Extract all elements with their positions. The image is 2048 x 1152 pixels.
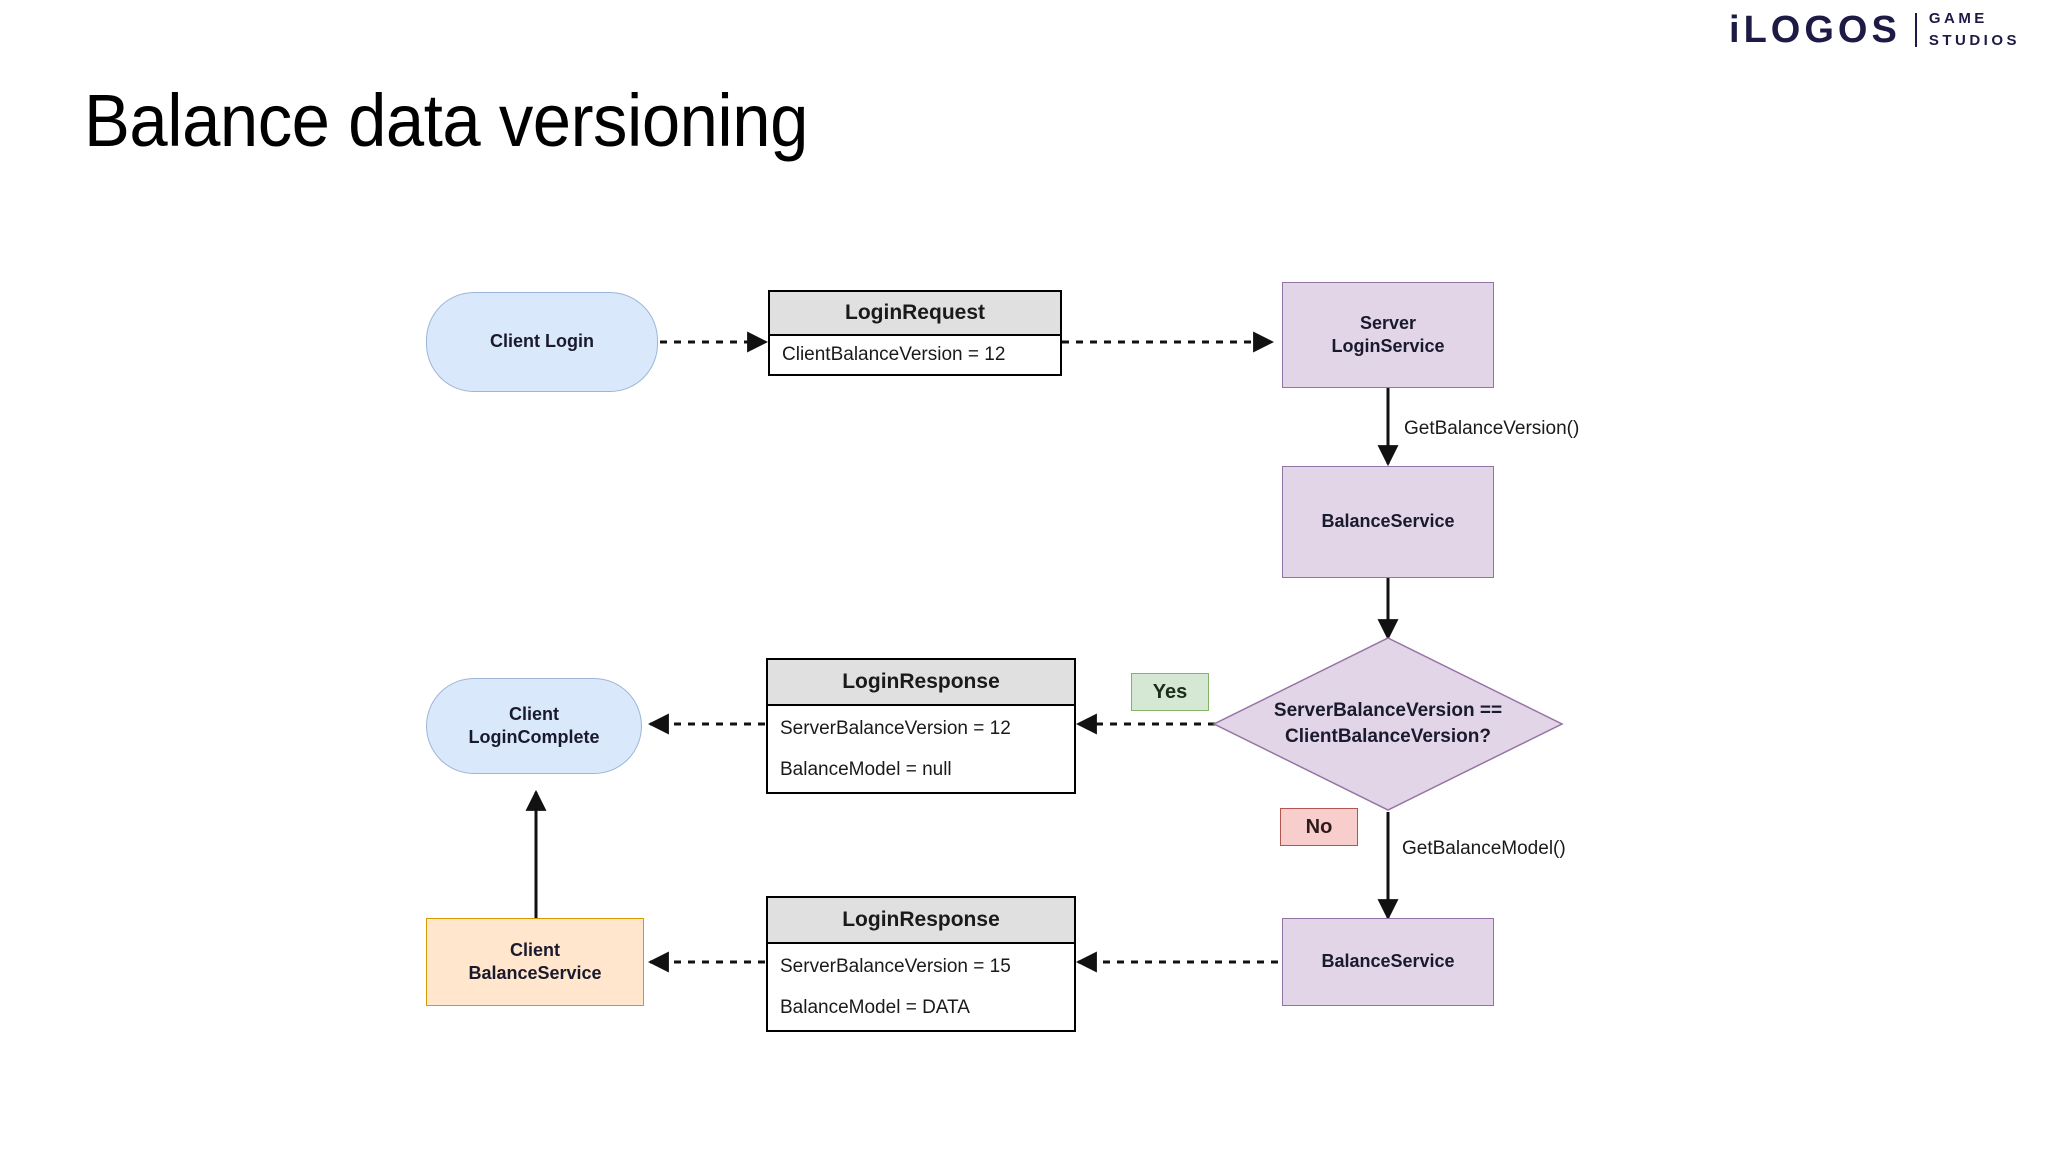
node-server-login-service[interactable]: Server LoginService <box>1282 282 1494 388</box>
brand-divider <box>1914 13 1917 47</box>
brand-subtitle-line1: GAME <box>1928 10 1988 28</box>
class-box-login-request-title: LoginRequest <box>770 292 1060 336</box>
node-client-balance-service-label-line2: BalanceService <box>468 963 602 983</box>
class-box-row: ServerBalanceVersion = 15 <box>780 955 1011 977</box>
brand-wordmark: iLOGOS <box>1729 9 1901 51</box>
node-client-login[interactable]: Client Login <box>426 292 658 392</box>
class-box-login-response-yes[interactable]: LoginResponse ServerBalanceVersion = 12 … <box>766 658 1076 794</box>
node-server-login-service-label-line1: Server <box>1359 312 1417 333</box>
node-balance-service-bottom-label: BalanceService <box>1321 951 1455 972</box>
node-client-balance-service-label-line1: Client <box>509 939 560 960</box>
node-client-login-label: Client Login <box>490 331 594 352</box>
class-box-login-request[interactable]: LoginRequest ClientBalanceVersion = 12 <box>768 290 1062 376</box>
class-box-login-response-no-body: ServerBalanceVersion = 15 BalanceModel =… <box>768 944 1074 1030</box>
class-box-login-response-yes-body: ServerBalanceVersion = 12 BalanceModel =… <box>768 706 1074 792</box>
node-server-login-service-label-line2: LoginService <box>1331 336 1445 356</box>
page-title: Balance data versioning <box>84 79 808 162</box>
edge-label-get-balance-version: GetBalanceVersion() <box>1404 418 1580 439</box>
brand-logo: iLOGOS GAME STUDIOS <box>1729 8 2020 52</box>
class-box-row: ServerBalanceVersion = 12 <box>780 717 1011 739</box>
brand-subtitle: GAME STUDIOS <box>1929 8 2020 52</box>
edge-label-get-balance-model: GetBalanceModel() <box>1402 838 1566 859</box>
class-box-login-response-yes-title: LoginResponse <box>768 660 1074 706</box>
node-decision-version-match[interactable]: ServerBalanceVersion == ClientBalanceVer… <box>1212 636 1564 812</box>
decision-diamond-shape <box>1212 637 1564 811</box>
class-box-login-response-no[interactable]: LoginResponse ServerBalanceVersion = 15 … <box>766 896 1076 1032</box>
class-box-login-response-no-title: LoginResponse <box>768 898 1074 944</box>
badge-yes: Yes <box>1131 673 1209 711</box>
class-box-login-request-body: ClientBalanceVersion = 12 <box>770 336 1060 374</box>
node-client-balance-service[interactable]: Client BalanceService <box>426 918 644 1006</box>
node-client-login-complete-label-line2: LoginComplete <box>468 727 600 747</box>
badge-no: No <box>1280 808 1358 846</box>
node-balance-service-top[interactable]: BalanceService <box>1282 466 1494 578</box>
class-box-row: BalanceModel = DATA <box>780 996 970 1018</box>
brand-subtitle-line2: STUDIOS <box>1928 32 2020 49</box>
node-balance-service-top-label: BalanceService <box>1321 511 1455 532</box>
node-client-login-complete-label-line1: Client <box>508 703 559 724</box>
node-client-login-complete[interactable]: Client LoginComplete <box>426 678 642 774</box>
node-balance-service-bottom[interactable]: BalanceService <box>1282 918 1494 1006</box>
class-box-row: ClientBalanceVersion = 12 <box>782 344 1006 365</box>
class-box-row: BalanceModel = null <box>780 758 952 780</box>
